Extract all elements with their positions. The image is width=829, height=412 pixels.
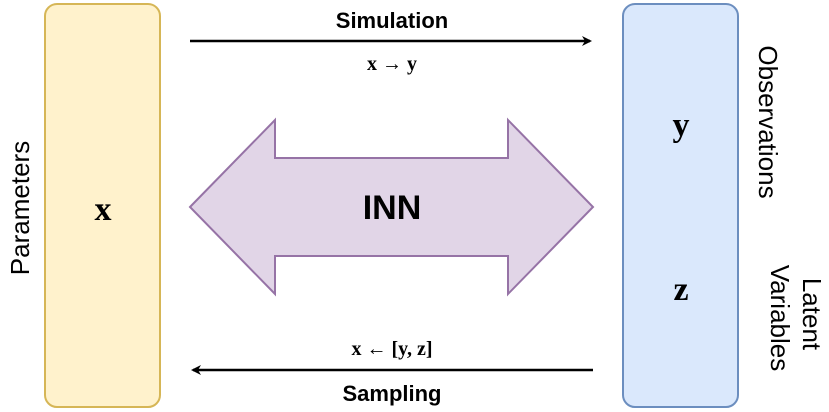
- simulation-title: Simulation: [336, 8, 448, 33]
- parameters-box: [44, 3, 161, 408]
- simulation-formula: x → y: [367, 53, 417, 75]
- observations-variable: y: [673, 107, 690, 144]
- sampling-formula: x ← [y, z]: [351, 338, 432, 360]
- parameters-label: Parameters: [5, 141, 35, 275]
- parameters-variable: x: [95, 191, 112, 228]
- sampling-title: Sampling: [342, 381, 441, 406]
- inn-arrow: [188, 117, 595, 297]
- inn-label: INN: [363, 189, 422, 227]
- observations-box: [622, 3, 739, 408]
- latent-label-line2: Variables: [765, 265, 795, 371]
- latent-label-line1: Latent: [797, 278, 827, 351]
- latent-variable: z: [673, 271, 688, 308]
- observations-label: Observations: [753, 45, 783, 198]
